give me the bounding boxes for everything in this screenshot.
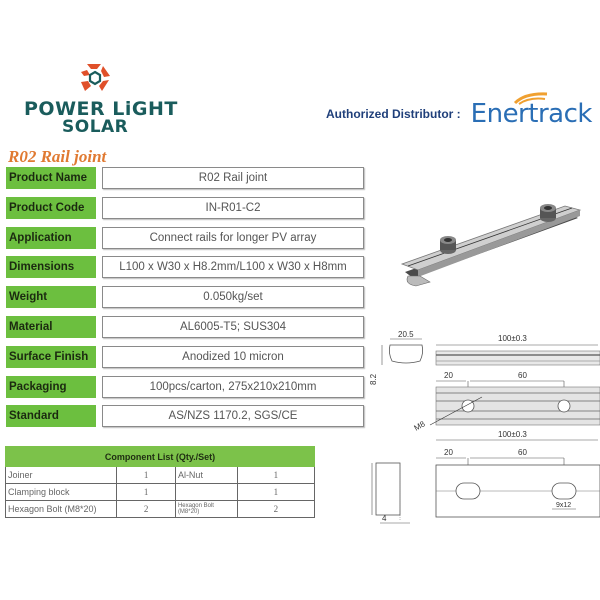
- component-qty: 1: [116, 466, 176, 484]
- component-row: Joiner 1 Al-Nut 1: [4, 466, 316, 484]
- top-length-label: 100±0.3: [498, 334, 527, 343]
- spec-table: Product Name R02 Rail joint Product Code…: [6, 167, 364, 435]
- spec-key: Product Name: [6, 167, 96, 189]
- enertrack-swoosh-icon: [513, 92, 547, 105]
- component-name: Hexagon Bolt (M8*20): [174, 500, 238, 518]
- component-name: Al-Nut: [174, 466, 238, 484]
- spec-key: Dimensions: [6, 256, 96, 279]
- block-thickness-label: 4: [382, 514, 387, 523]
- component-list-header: Component List (Qty./Set): [5, 446, 315, 467]
- bottom-hole-spacing-label: 60: [518, 448, 527, 457]
- spec-value: 0.050kg/set: [102, 286, 364, 309]
- spec-key: Application: [6, 226, 96, 249]
- profile-width-label: 20.5: [398, 330, 414, 339]
- component-name: [174, 483, 238, 501]
- logo-text-line2: SOLAR: [62, 117, 129, 137]
- component-qty: 1: [236, 466, 316, 484]
- logo-text-line1: POWER LiGHT: [24, 98, 178, 120]
- spec-key: Packaging: [6, 375, 96, 398]
- bottom-length-label: 100±0.3: [498, 430, 527, 439]
- spec-key: Surface Finish: [6, 345, 96, 368]
- spec-value: Connect rails for longer PV array: [102, 226, 364, 249]
- component-name: Joiner: [4, 466, 118, 484]
- enertrack-logo: Enertrack: [470, 92, 593, 129]
- spec-row-product-code: Product Code IN-R01-C2: [6, 196, 364, 219]
- slot-size-label: 9x12: [556, 502, 571, 509]
- component-row: Hexagon Bolt (M8*20) 2 Hexagon Bolt (M8*…: [4, 500, 316, 518]
- distributor-brand: Enertrack: [470, 99, 593, 129]
- block-height-label: 30: [370, 484, 372, 493]
- power-light-solar-logo: POWER LiGHT SOLAR: [22, 62, 177, 137]
- spec-value: R02 Rail joint: [102, 167, 364, 189]
- technical-drawing: 20.5 8.2 100±0.3 20 60 M8 100±0.3 20 60 …: [370, 330, 600, 524]
- spec-value: AL6005-T5; SUS304: [102, 315, 364, 338]
- hole-spacing-label: 60: [518, 371, 527, 380]
- component-list-header-row: Component List (Qty./Set): [5, 446, 315, 467]
- spec-value: AS/NZS 1170.2, SGS/CE: [102, 405, 364, 428]
- product-title: R02 Rail joint: [8, 147, 107, 166]
- spec-key: Weight: [6, 286, 96, 309]
- component-list-table: Component List (Qty./Set) Joiner 1 Al-Nu…: [4, 446, 316, 518]
- power-light-solar-mark-icon: [81, 64, 110, 91]
- profile-height-label: 8.2: [370, 373, 378, 385]
- spec-row-weight: Weight 0.050kg/set: [6, 286, 364, 309]
- spec-value: Anodized 10 micron: [102, 345, 364, 368]
- spec-row-standard: Standard AS/NZS 1170.2, SGS/CE: [6, 405, 364, 428]
- spec-key: Material: [6, 315, 96, 338]
- spec-row-application: Application Connect rails for longer PV …: [6, 226, 364, 249]
- component-qty: 2: [236, 500, 316, 518]
- component-name: Clamping block: [4, 483, 118, 501]
- spec-value: IN-R01-C2: [102, 196, 364, 219]
- bottom-hole-offset-label: 20: [444, 448, 453, 457]
- distributor-block: Authorized Distributor : Enertrack: [326, 92, 593, 129]
- hole-offset-label: 20: [444, 371, 453, 380]
- bolt-label: M8: [413, 419, 428, 433]
- spec-value: L100 x W30 x H8.2mm/L100 x W30 x H8mm: [102, 256, 364, 279]
- spec-row-surface-finish: Surface Finish Anodized 10 micron: [6, 345, 364, 368]
- spec-row-dimensions: Dimensions L100 x W30 x H8.2mm/L100 x W3…: [6, 256, 364, 279]
- component-row: Clamping block 1 1: [4, 483, 316, 501]
- spec-key: Standard: [6, 405, 96, 428]
- rail-joint-3d-render: [400, 204, 582, 287]
- spec-row-material: Material AL6005-T5; SUS304: [6, 315, 364, 338]
- distributor-label: Authorized Distributor :: [326, 107, 461, 121]
- spec-value: 100pcs/carton, 275x210x210mm: [102, 375, 364, 398]
- spec-key: Product Code: [6, 196, 96, 219]
- component-qty: 1: [236, 483, 316, 501]
- component-qty: 1: [116, 483, 176, 501]
- spec-row-product-name: Product Name R02 Rail joint: [6, 167, 364, 189]
- component-name: Hexagon Bolt (M8*20): [4, 500, 118, 518]
- spec-row-packaging: Packaging 100pcs/carton, 275x210x210mm: [6, 375, 364, 398]
- component-qty: 2: [116, 500, 176, 518]
